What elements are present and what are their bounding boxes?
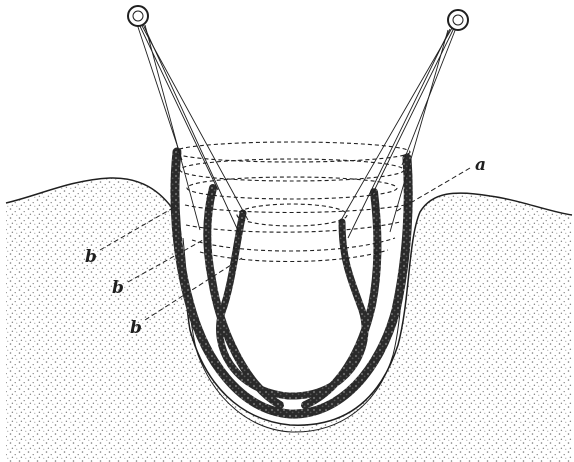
label-a: a xyxy=(475,155,486,175)
label-b-top: b xyxy=(85,247,97,267)
left-thread-3 xyxy=(141,24,248,220)
tissue-region xyxy=(6,178,572,462)
tissue-stipple xyxy=(6,178,572,462)
label-b-bottom: b xyxy=(130,318,142,338)
right-thread-3 xyxy=(340,28,452,222)
left-thread-1 xyxy=(137,24,182,160)
suture-ring-1 xyxy=(174,142,410,162)
suture-ring-4 xyxy=(237,204,347,226)
left-anchor-ring xyxy=(128,6,148,26)
suture-gather-band xyxy=(185,205,405,262)
right-anchor-ring xyxy=(448,10,468,30)
label-b-middle: b xyxy=(112,278,124,298)
